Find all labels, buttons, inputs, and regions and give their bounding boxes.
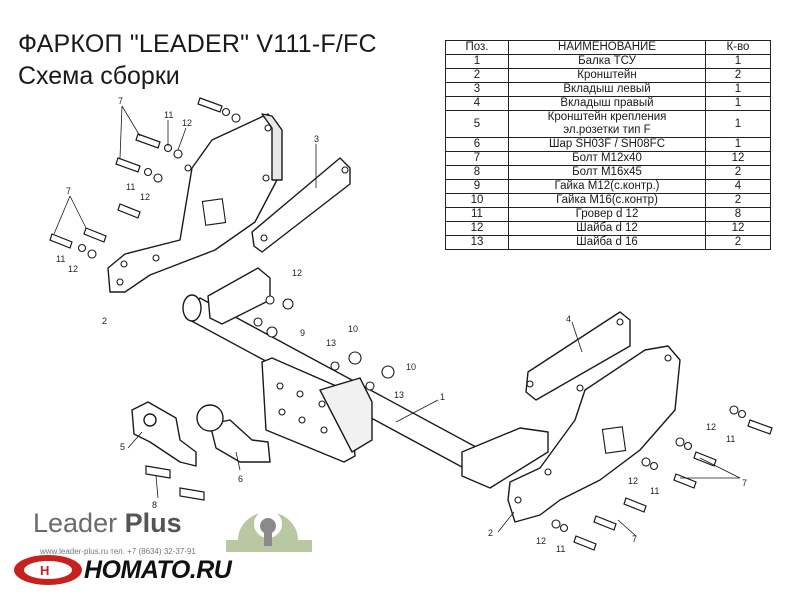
diagram-title: ФАРКОП "LEADER" V111-F/FC [18,30,377,58]
callout-11: 11 [650,486,659,496]
bolt-m16-shape [179,487,205,501]
bolt-shape [623,497,647,513]
callout-6: 6 [238,474,243,484]
tow-gusset [319,377,373,453]
callout-11: 11 [56,254,65,264]
callout-13: 13 [394,390,404,400]
beam-plate-left [207,267,271,325]
callout-2: 2 [488,528,493,538]
cell-pos: 13 [445,235,509,250]
cell-name: Шайба d 16 [508,235,706,250]
right-bracket-shape [507,345,681,523]
socket-bracket-shape [131,401,197,467]
callout-12: 12 [536,536,546,546]
bolt-shape [693,451,717,467]
callout-4: 4 [566,314,571,324]
cell-name: Кронштейн [508,68,706,83]
right-insert-shape [525,311,631,401]
shop-name: HOMATO.RU [84,556,232,584]
bolt-shape [49,233,73,249]
ball-mount-neck [209,419,271,463]
callout-11: 11 [726,434,735,444]
cell-name: Гайка М12(с.контр.) [508,179,706,194]
callout-13: 13 [326,338,336,348]
beam-end-left [182,294,202,322]
callout-10: 10 [406,362,416,372]
callout-9: 9 [300,328,305,338]
callout-12: 12 [706,422,716,432]
brand-main: Leader [33,508,118,538]
callout-8: 8 [152,500,157,510]
bolt-m16-shape [145,465,171,479]
left-insert-shape [251,157,351,253]
cell-qty: 1 [705,110,771,138]
left-bracket-flange [261,113,283,181]
callout-1: 1 [440,392,445,402]
bolt-shape [673,473,697,489]
bolt-shape [83,227,107,243]
callout-12: 12 [628,476,638,486]
bolt-shape [197,97,223,113]
bolt-shape [135,133,161,149]
col-pos: Поз. [445,40,509,55]
bolt-shape [747,419,773,435]
callout-3: 3 [314,134,319,144]
bolt-shape [593,515,617,531]
callout-7: 7 [66,186,71,196]
callout-11: 11 [126,182,135,192]
callout-12: 12 [182,118,192,128]
bolt-shape [115,157,141,173]
callout-11: 11 [556,544,565,554]
cell-qty: 2 [705,235,771,250]
callout-5: 5 [120,442,125,452]
leader-plus-logo-mark [226,510,312,552]
bolt-shape [573,535,597,551]
tow-ball [196,404,224,432]
callout-10: 10 [348,324,358,334]
diagram-subtitle: Схема сборки [18,62,180,90]
callout-12: 12 [140,192,150,202]
beam-plate-right [461,427,549,489]
callout-12: 12 [68,264,78,274]
contact-line: www.leader-plus.ru тел. +7 (8634) 32-37-… [40,547,196,556]
left-bracket-shape [107,113,279,293]
tow-plate [261,357,356,463]
callout-2: 2 [102,316,107,326]
callout-12: 12 [292,268,302,278]
homato-emblem-icon: H [14,555,82,585]
callout-7: 7 [632,534,637,544]
parts-table-header: Поз. НАИМЕНОВАНИЕ К-во [445,40,771,55]
brand-accent: Plus [124,508,182,538]
callout-7: 7 [742,478,747,488]
cell-name: Вкладыш правый [508,96,706,111]
bolt-shape [117,203,141,219]
callout-7: 7 [118,96,123,106]
svg-text:H: H [40,563,49,578]
callout-11: 11 [164,110,173,120]
brand-name: Leader Plus [33,508,182,539]
